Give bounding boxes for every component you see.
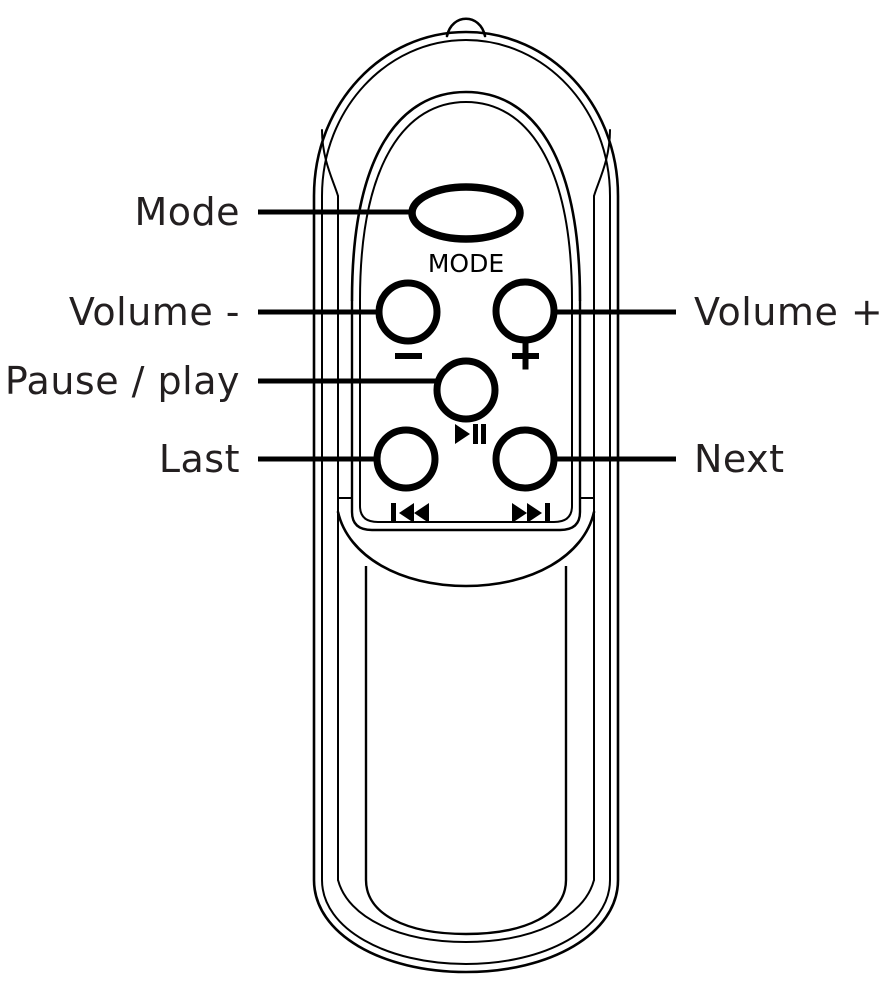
remote-body	[312, 17, 620, 974]
ir-notch	[445, 17, 487, 38]
previous-track-button[interactable]	[373, 426, 439, 492]
play-pause-icon	[455, 424, 486, 444]
right-shoulder-crease	[593, 129, 611, 197]
button-group: MODE	[373, 183, 558, 523]
next-track-button[interactable]	[492, 426, 558, 492]
callout-label-volume-down: Volume -	[69, 290, 240, 334]
lower-face-arc	[336, 510, 596, 588]
remote-outer-shell	[312, 30, 620, 974]
plus-icon	[512, 342, 539, 370]
keypad-panel	[350, 300, 582, 532]
callout-label-pause-play: Pause / play	[5, 359, 240, 403]
lower-inset-panel	[364, 566, 568, 936]
minus-icon	[395, 353, 422, 359]
remote-outer-shell-inner-trace	[321, 39, 611, 965]
callout-label-last: Last	[159, 437, 240, 481]
callout-labels: Mode Volume - Pause / play Last Volume +…	[5, 190, 883, 481]
play-pause-button[interactable]	[433, 357, 499, 423]
mode-button[interactable]	[408, 183, 524, 243]
left-shoulder-crease	[321, 129, 339, 197]
mode-button-caption: MODE	[428, 249, 504, 278]
previous-track-icon	[391, 503, 429, 523]
keypad-panel-inner	[359, 299, 573, 523]
volume-up-button[interactable]	[492, 278, 558, 344]
face-top-arc-outer	[350, 90, 582, 302]
next-track-icon	[512, 503, 550, 523]
callout-label-next: Next	[694, 437, 785, 481]
callout-label-mode: Mode	[134, 190, 240, 234]
volume-down-button[interactable]	[375, 279, 441, 345]
callout-label-volume-up: Volume +	[694, 290, 883, 334]
face-top-arc-inner	[359, 101, 573, 301]
bottom-inner-arc	[337, 879, 595, 943]
